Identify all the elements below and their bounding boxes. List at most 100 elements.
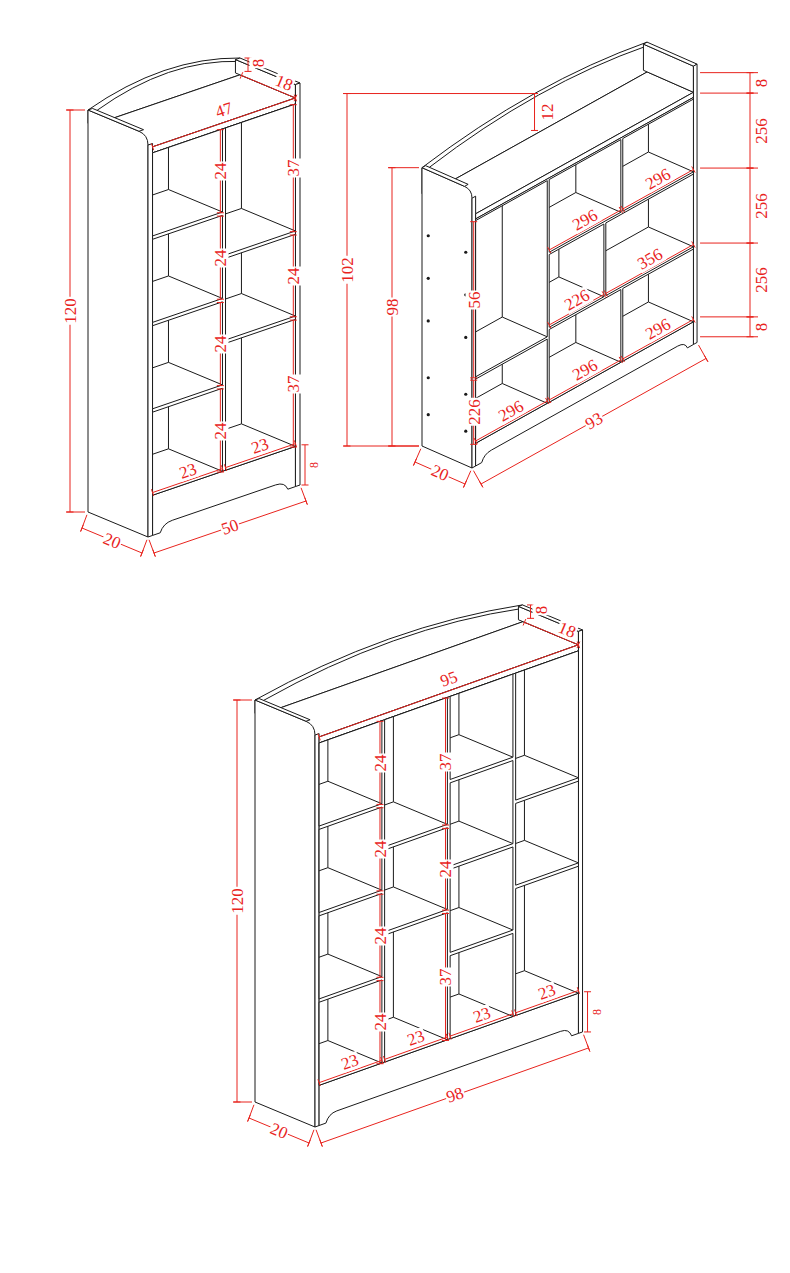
back-panel-edge — [462, 844, 525, 993]
dimension-tick — [294, 440, 296, 447]
extension-line — [700, 243, 758, 244]
extension-line — [700, 93, 758, 94]
shelf-depth-edge — [648, 152, 693, 172]
side-panel-top — [88, 108, 144, 131]
dimension-tick — [151, 489, 153, 496]
dimension-tick — [442, 828, 449, 829]
dimension-label: 20 — [100, 529, 124, 552]
shelf-opening — [385, 697, 448, 846]
dimension-tick — [692, 316, 695, 322]
dimension-label: 23 — [176, 459, 199, 481]
back-panel-edge — [331, 675, 394, 824]
shelf-opening — [450, 674, 513, 779]
dimension-tick — [531, 130, 538, 131]
dowel-hole — [427, 413, 430, 416]
dimension-label: 24 — [212, 162, 229, 181]
dimension-label: 37 — [437, 967, 454, 986]
extension-line — [316, 1130, 322, 1147]
dimension-tick — [248, 1115, 251, 1121]
shelf-depth-edge — [241, 208, 295, 231]
dimension-tick — [514, 1010, 516, 1017]
dimension-tick — [547, 322, 550, 328]
extension-line — [700, 72, 758, 73]
dimension-tick — [290, 316, 297, 317]
dimension-tick — [245, 71, 252, 72]
dimension-tick — [470, 377, 477, 378]
dowel-hole — [427, 319, 430, 322]
dimension-label: 24 — [212, 335, 229, 354]
dimension-tick — [81, 525, 84, 531]
dimension-tick — [217, 302, 224, 303]
shelf-depth-edge — [168, 362, 222, 385]
dimension-label: 12 — [538, 103, 555, 122]
side-panel-top — [643, 42, 697, 66]
shelf-depth-edge — [328, 781, 382, 804]
dimension-tick — [389, 446, 396, 447]
dimension-tick — [302, 485, 309, 486]
extension-line — [66, 110, 85, 111]
dimension-line — [82, 528, 142, 553]
dimension-label: 37 — [285, 159, 302, 178]
shelf-depth-edge — [576, 342, 621, 362]
dimension-line — [606, 245, 694, 294]
dimension-tick — [302, 444, 309, 445]
dimension-label: 120 — [229, 887, 246, 915]
dimension-tick — [234, 1102, 241, 1103]
dimension-line — [319, 645, 578, 737]
extension-line — [463, 471, 470, 488]
dimension-label: 24 — [371, 840, 388, 859]
dimension-label: 37 — [285, 374, 302, 393]
shelf-opening — [385, 913, 448, 1062]
dimension-tick — [217, 299, 224, 300]
bookshelf-drawing — [255, 605, 583, 1127]
dimension-tick — [290, 235, 297, 236]
dimension-tick — [376, 890, 383, 891]
shelf-opening — [226, 104, 296, 255]
extension-line — [700, 336, 758, 337]
dimension-tick — [747, 336, 754, 337]
dimension-tick — [546, 398, 549, 404]
dimension-label: 296 — [642, 315, 674, 343]
dowel-hole — [464, 393, 467, 396]
extension-line — [149, 540, 155, 557]
dimension-tick — [221, 465, 223, 472]
dimension-tick — [512, 1010, 514, 1017]
dimension-line — [750, 168, 751, 243]
back-panel-edge — [396, 738, 459, 843]
dimension-tick — [217, 385, 224, 386]
dimension-tick — [318, 734, 320, 741]
shelf-opening — [226, 319, 296, 470]
back-panel-edge — [99, 106, 169, 213]
dimension-tick — [141, 550, 144, 556]
dimension-label: 356 — [633, 245, 665, 273]
dimension-tick — [523, 619, 526, 625]
dimension-tick — [442, 698, 449, 699]
dimension-label: 8 — [250, 57, 267, 68]
shelf-depth-edge — [328, 868, 382, 891]
dimension-label: 23 — [535, 980, 559, 1002]
dimension-label: 226 — [465, 398, 482, 426]
dimension-label: 256 — [753, 117, 770, 145]
dimension-label: 8 — [753, 322, 770, 333]
dimension-tick — [577, 641, 579, 648]
dimension-tick — [376, 721, 383, 722]
extension-line — [473, 471, 482, 488]
dimension-tick — [151, 144, 153, 151]
dimension-label: 37 — [437, 752, 454, 771]
dimension-tick — [383, 1056, 385, 1063]
dimension-tick — [449, 1033, 451, 1040]
dimension-tick — [294, 95, 296, 102]
dimension-line — [249, 1118, 309, 1143]
side-panel — [88, 110, 148, 537]
dimension-label: 98 — [384, 297, 401, 316]
shelf-depth-edge — [459, 908, 513, 931]
back-panel-edge — [396, 824, 459, 929]
dimension-tick — [527, 618, 534, 619]
dowel-hole — [464, 430, 467, 433]
dimension-label: 24 — [212, 248, 229, 267]
shelf-interior — [396, 652, 513, 758]
dimension-line — [750, 243, 751, 317]
bookshelf-drawing — [88, 58, 300, 537]
shelf-interior — [265, 698, 382, 804]
